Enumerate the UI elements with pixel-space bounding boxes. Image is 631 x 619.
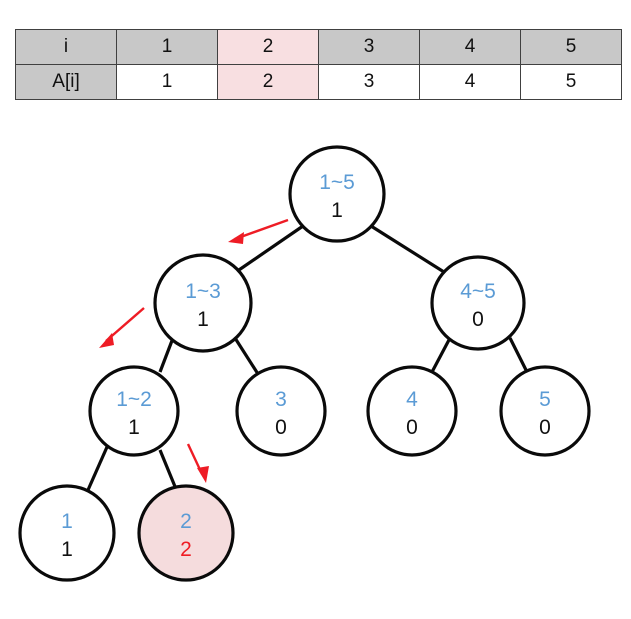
node-value-4: 0: [406, 416, 418, 439]
tree-node-1-2[interactable]: 1~2 1: [88, 365, 180, 457]
value-cell-4: 4: [419, 64, 521, 100]
node-range-3: 3: [275, 388, 287, 411]
node-circle-4[interactable]: [366, 365, 458, 457]
tree-node-leaf-2[interactable]: 2 2: [137, 484, 235, 582]
node-range-1-3: 1~3: [185, 280, 221, 303]
node-value-leaf-1: 1: [61, 538, 73, 561]
array-table: i 1 2 3 4 5 A[i] 1 2 3 4 5: [15, 29, 622, 100]
node-range-5: 5: [539, 388, 551, 411]
row-header-i: i: [15, 29, 117, 65]
value-cell-5: 5: [520, 64, 622, 100]
node-value-root: 1: [331, 199, 343, 222]
node-circle-1-3[interactable]: [153, 253, 253, 353]
index-cell-2: 2: [217, 29, 319, 65]
tree-node-5[interactable]: 5 0: [499, 365, 591, 457]
tree-node-4-5[interactable]: 4~5 0: [430, 255, 526, 351]
edge-root-to-1-3: [235, 224, 304, 274]
tree-node-4[interactable]: 4 0: [366, 365, 458, 457]
traversal-arrows: [99, 218, 289, 483]
index-cell-3: 3: [318, 29, 420, 65]
tree-node-leaf-1[interactable]: 1 1: [18, 484, 116, 582]
edge-1-3-to-3: [233, 337, 260, 375]
index-cell-4: 4: [419, 29, 521, 65]
node-value-1-2: 1: [128, 416, 140, 439]
tree-edges: [86, 224, 529, 491]
node-value-5: 0: [539, 416, 551, 439]
value-cell-1: 1: [116, 64, 218, 100]
row-header-ai: A[i]: [15, 64, 117, 100]
node-value-3: 0: [275, 416, 287, 439]
table-row-values: A[i] 1 2 3 4 5: [15, 64, 622, 100]
arrow-to-leaf-2-icon: [186, 443, 209, 483]
arrow-to-1-3-icon: [228, 218, 289, 244]
edge-1-2-to-leaf-2: [158, 449, 178, 490]
node-circle-5[interactable]: [499, 365, 591, 457]
node-circle-1-2[interactable]: [88, 365, 180, 457]
tree-node-1-3[interactable]: 1~3 1: [153, 253, 253, 353]
edge-1-2-to-leaf-1: [86, 446, 109, 491]
node-range-1-2: 1~2: [116, 388, 152, 411]
node-range-leaf-2: 2: [180, 510, 192, 533]
node-range-leaf-1: 1: [61, 510, 73, 533]
tree-node-root[interactable]: 1~5 1: [288, 145, 386, 243]
edge-4-5-to-5: [508, 337, 529, 373]
node-value-4-5: 0: [472, 308, 484, 331]
node-range-4-5: 4~5: [460, 280, 496, 303]
node-circle-4-5[interactable]: [430, 255, 526, 351]
edge-root-to-4-5: [370, 224, 445, 274]
node-circle-leaf-1[interactable]: [18, 484, 116, 582]
node-value-leaf-2: 2: [180, 538, 192, 561]
edge-1-3-to-1-2: [158, 337, 175, 373]
value-cell-2: 2: [217, 64, 319, 100]
node-range-4: 4: [406, 388, 418, 411]
arrow-to-1-2-icon: [99, 307, 145, 348]
node-circle-3[interactable]: [235, 365, 327, 457]
node-circle-root[interactable]: [288, 145, 386, 243]
edge-4-5-to-4: [430, 337, 452, 373]
value-cell-3: 3: [318, 64, 420, 100]
node-value-1-3: 1: [197, 308, 209, 331]
node-circle-leaf-2[interactable]: [137, 484, 235, 582]
tree-node-3[interactable]: 3 0: [235, 365, 327, 457]
index-cell-5: 5: [520, 29, 622, 65]
table-row-index: i 1 2 3 4 5: [15, 29, 622, 65]
node-range-root: 1~5: [319, 171, 355, 194]
